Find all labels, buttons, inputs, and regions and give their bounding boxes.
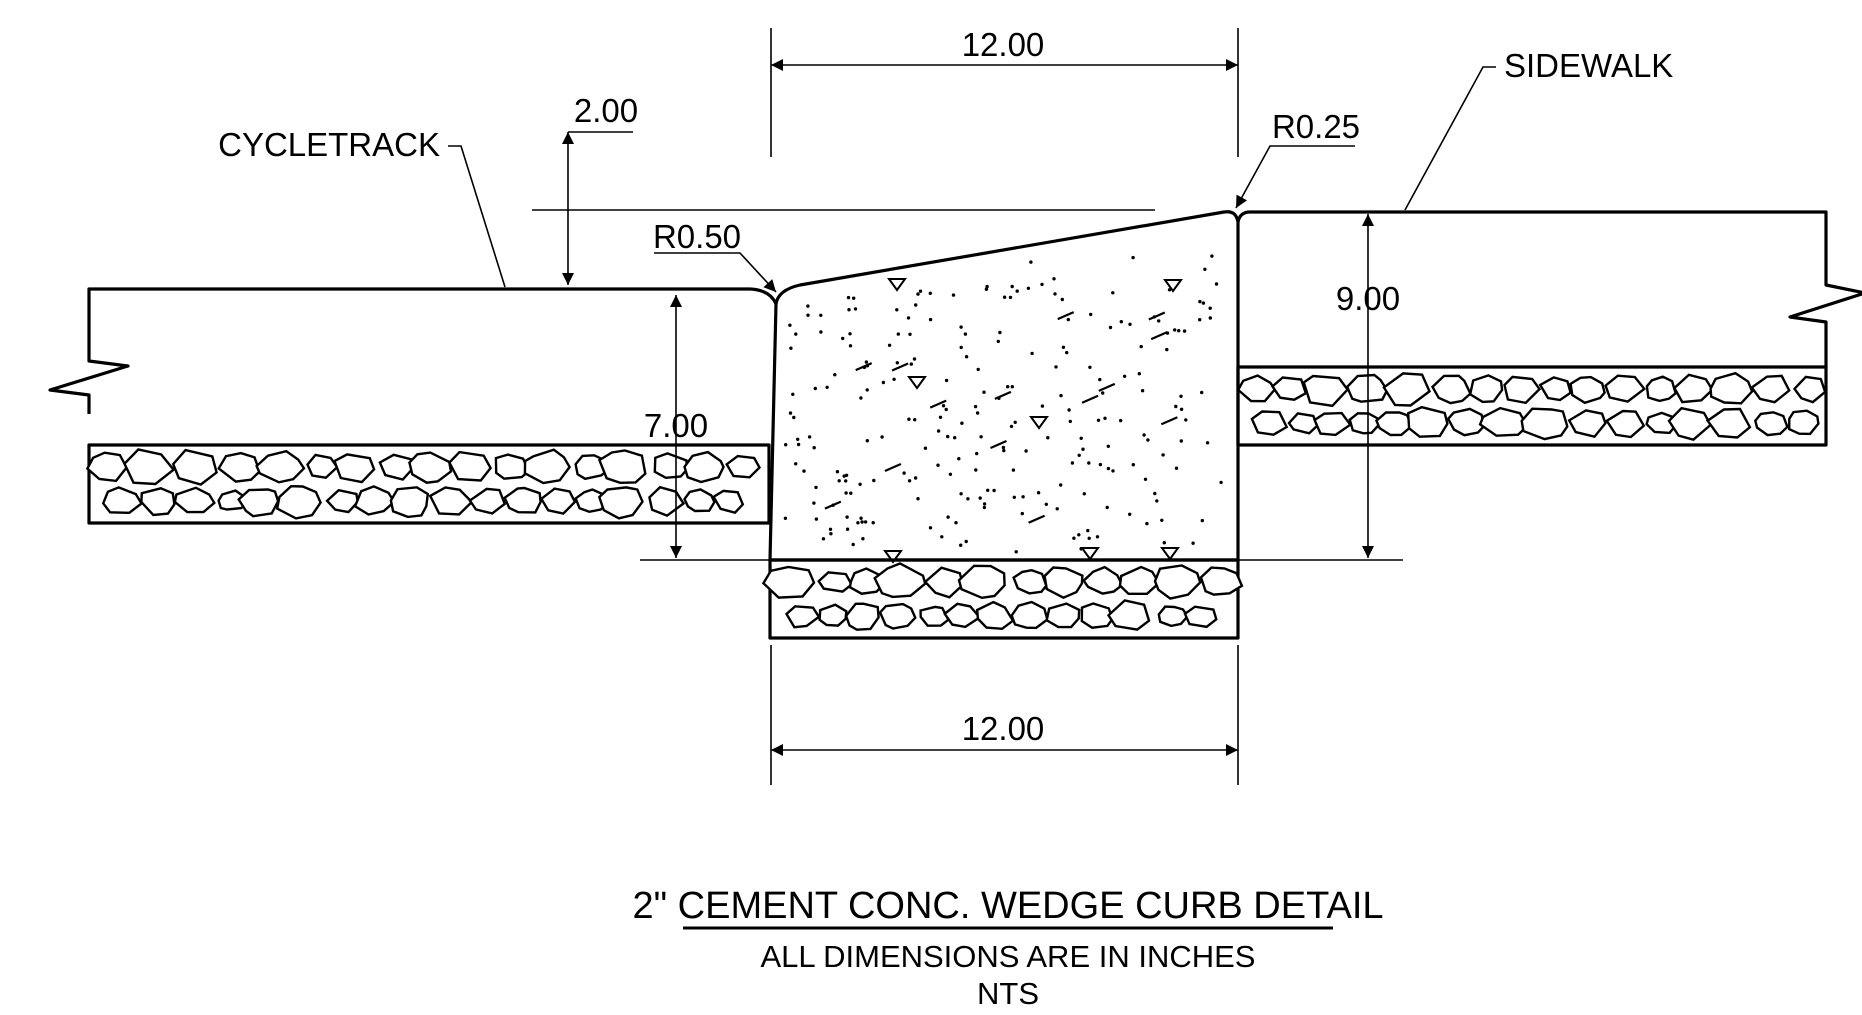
concrete-stipple-pattern bbox=[783, 254, 1223, 564]
cycletrack-leader bbox=[448, 145, 506, 288]
cycletrack-aggregate-pattern bbox=[85, 448, 761, 520]
sidewalk-aggregate-base bbox=[1236, 365, 1828, 447]
wedge-rise-dimension: 2.00 bbox=[574, 92, 638, 129]
scale-note: NTS bbox=[977, 976, 1039, 1011]
curb-aggregate-base bbox=[768, 558, 1240, 640]
sidewalk-aggregate-pattern bbox=[1236, 371, 1827, 442]
bottom-width-dimension: 12.00 bbox=[962, 710, 1045, 747]
radius-left-label: R0.50 bbox=[653, 218, 741, 255]
sidewalk-slab bbox=[1236, 210, 1862, 367]
left-depth-dimension: 7.00 bbox=[644, 407, 708, 444]
r050-leader bbox=[654, 252, 777, 293]
cycletrack-aggregate-base bbox=[87, 443, 771, 525]
cycletrack-slab bbox=[48, 287, 778, 414]
right-depth-dimension: 9.00 bbox=[1336, 280, 1400, 317]
sidewalk-label: SIDEWALK bbox=[1504, 47, 1673, 84]
cycletrack-label: CYCLETRACK bbox=[218, 126, 440, 163]
dimension-note: ALL DIMENSIONS ARE IN INCHES bbox=[761, 939, 1256, 974]
r025-leader bbox=[1235, 145, 1355, 209]
sidewalk-leader bbox=[1404, 66, 1496, 211]
curb-aggregate-pattern bbox=[761, 562, 1244, 631]
radius-right-label: R0.25 bbox=[1272, 108, 1360, 145]
detail-title: 2" CEMENT CONC. WEDGE CURB DETAIL bbox=[632, 885, 1383, 927]
wedge-curb-body bbox=[768, 210, 1240, 562]
top-width-dimension: 12.00 bbox=[962, 26, 1045, 63]
